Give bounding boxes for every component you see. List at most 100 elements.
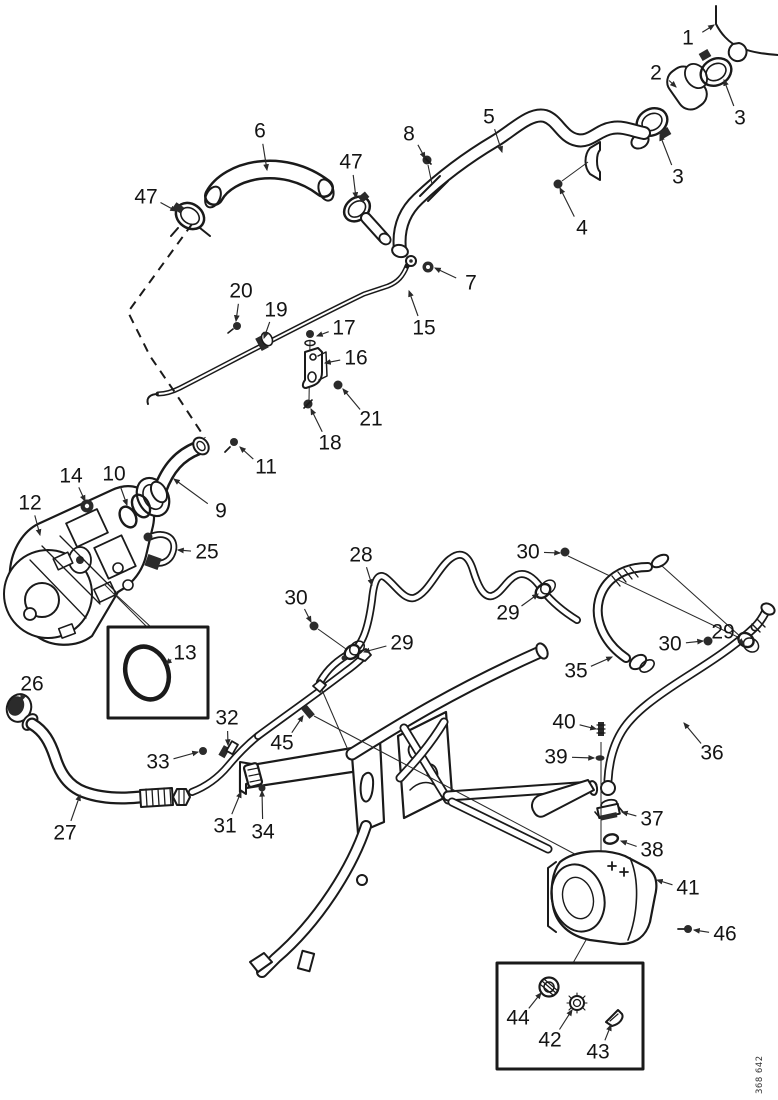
- leader-line-40: [579, 724, 598, 731]
- callout-3: 3: [734, 107, 746, 130]
- hose-28-end-fitting: [312, 679, 327, 693]
- callout-21: 21: [359, 408, 382, 431]
- leader-line-38: [619, 840, 637, 847]
- braided-section: [139, 787, 174, 808]
- callout-42: 42: [538, 1029, 561, 1052]
- callout-30: 30: [516, 541, 539, 564]
- callout-14: 14: [59, 465, 83, 488]
- callout-9: 9: [215, 500, 227, 523]
- leader-line-10: [119, 485, 128, 507]
- reservoir-41: [547, 850, 658, 964]
- callout-13: 13: [173, 642, 196, 665]
- callout-29: 29: [496, 602, 519, 625]
- leader-line-12: [34, 515, 42, 537]
- callout-7: 7: [465, 272, 477, 295]
- bolt-4: [553, 179, 563, 189]
- callout-27: 27: [53, 822, 76, 845]
- leader-line-15: [408, 289, 419, 317]
- leader-line-41: [655, 878, 673, 886]
- bracket-16-assembly: [301, 330, 343, 409]
- leader-line-35: [590, 656, 614, 667]
- screw-46: [677, 925, 692, 933]
- leader-line-47: [352, 174, 359, 200]
- nut-7: [422, 261, 434, 273]
- leader-line-45: [291, 715, 304, 734]
- leader-line-34: [259, 789, 265, 820]
- leader-line-14: [78, 487, 86, 503]
- pipe-15: [146, 255, 417, 405]
- callout-20: 20: [229, 280, 252, 303]
- nut-14: [80, 499, 94, 513]
- callout-15: 15: [412, 317, 435, 340]
- callout-34: 34: [251, 821, 275, 844]
- callout-30: 30: [658, 633, 681, 656]
- callout-19: 19: [264, 299, 287, 322]
- callout-25: 25: [195, 541, 218, 564]
- callout-45: 45: [270, 732, 293, 755]
- leader-line-28: [365, 567, 374, 587]
- leader-line-30: [303, 608, 312, 624]
- o-ring-10a: [118, 505, 138, 529]
- bolt-30-right: [703, 636, 713, 646]
- bolt-40: [596, 722, 606, 858]
- leader-line-31: [231, 790, 242, 815]
- leader-line-29: [521, 593, 539, 607]
- leader-line-25: [176, 547, 192, 554]
- nut-44: [538, 976, 560, 998]
- leader-line-20: [233, 303, 240, 323]
- leader-line-8: [417, 144, 426, 160]
- bolt-17: [304, 330, 316, 347]
- leader-line-2: [668, 80, 677, 88]
- leader-line-18: [310, 407, 323, 432]
- callout-43: 43: [586, 1041, 609, 1064]
- callout-4: 4: [576, 217, 588, 240]
- bolt-11: [224, 438, 238, 453]
- clamp-29-left: [341, 640, 365, 661]
- inset-box-13: [106, 625, 210, 720]
- callout-36: 36: [700, 742, 723, 765]
- bolt-30-left: [309, 621, 347, 650]
- leader-line-16: [323, 359, 341, 365]
- callout-38: 38: [640, 839, 663, 862]
- leader-line-46: [692, 928, 710, 934]
- hose-27-nut: [172, 788, 191, 806]
- hose-28: [312, 550, 581, 751]
- hose-coupler-2: [666, 63, 708, 111]
- callout-8: 8: [403, 123, 415, 146]
- leader-line-11: [239, 446, 254, 460]
- callout-47: 47: [134, 186, 157, 209]
- callout-37: 37: [640, 808, 663, 831]
- callout-16: 16: [344, 347, 367, 370]
- tube-5: [391, 108, 651, 259]
- leader-line-17: [315, 331, 329, 337]
- leader-line-3: [659, 133, 673, 166]
- drawing-number: 368 642: [755, 1055, 765, 1094]
- leader-line-7: [433, 267, 457, 279]
- leader-line-43: [604, 1023, 612, 1041]
- leader-line-4: [559, 186, 575, 217]
- leader-line-5: [494, 129, 503, 154]
- pad-34: [242, 762, 266, 792]
- leader-line-42: [559, 1009, 573, 1030]
- tube-5-stub: [360, 212, 392, 246]
- callout-33: 33: [146, 751, 169, 774]
- bolt-33: [199, 747, 207, 755]
- leader-line-19: [263, 321, 271, 340]
- leader-line-6: [262, 143, 269, 172]
- callout-29: 29: [711, 621, 734, 644]
- leader-line-3: [723, 78, 735, 107]
- assembly-dashed-line: [126, 223, 206, 439]
- clamp-47-left: [170, 201, 211, 237]
- engine-outline: [715, 5, 778, 63]
- callout-6: 6: [254, 120, 266, 143]
- clamp-29-right: [737, 631, 760, 653]
- callout-47: 47: [339, 151, 362, 174]
- callout-1: 1: [682, 27, 694, 50]
- bolt-20: [227, 322, 241, 334]
- hose-36: [600, 602, 776, 796]
- callout-41: 41: [676, 877, 699, 900]
- callout-35: 35: [564, 660, 587, 683]
- leader-line-36: [683, 722, 702, 744]
- inset-box-hardware: [495, 961, 645, 1071]
